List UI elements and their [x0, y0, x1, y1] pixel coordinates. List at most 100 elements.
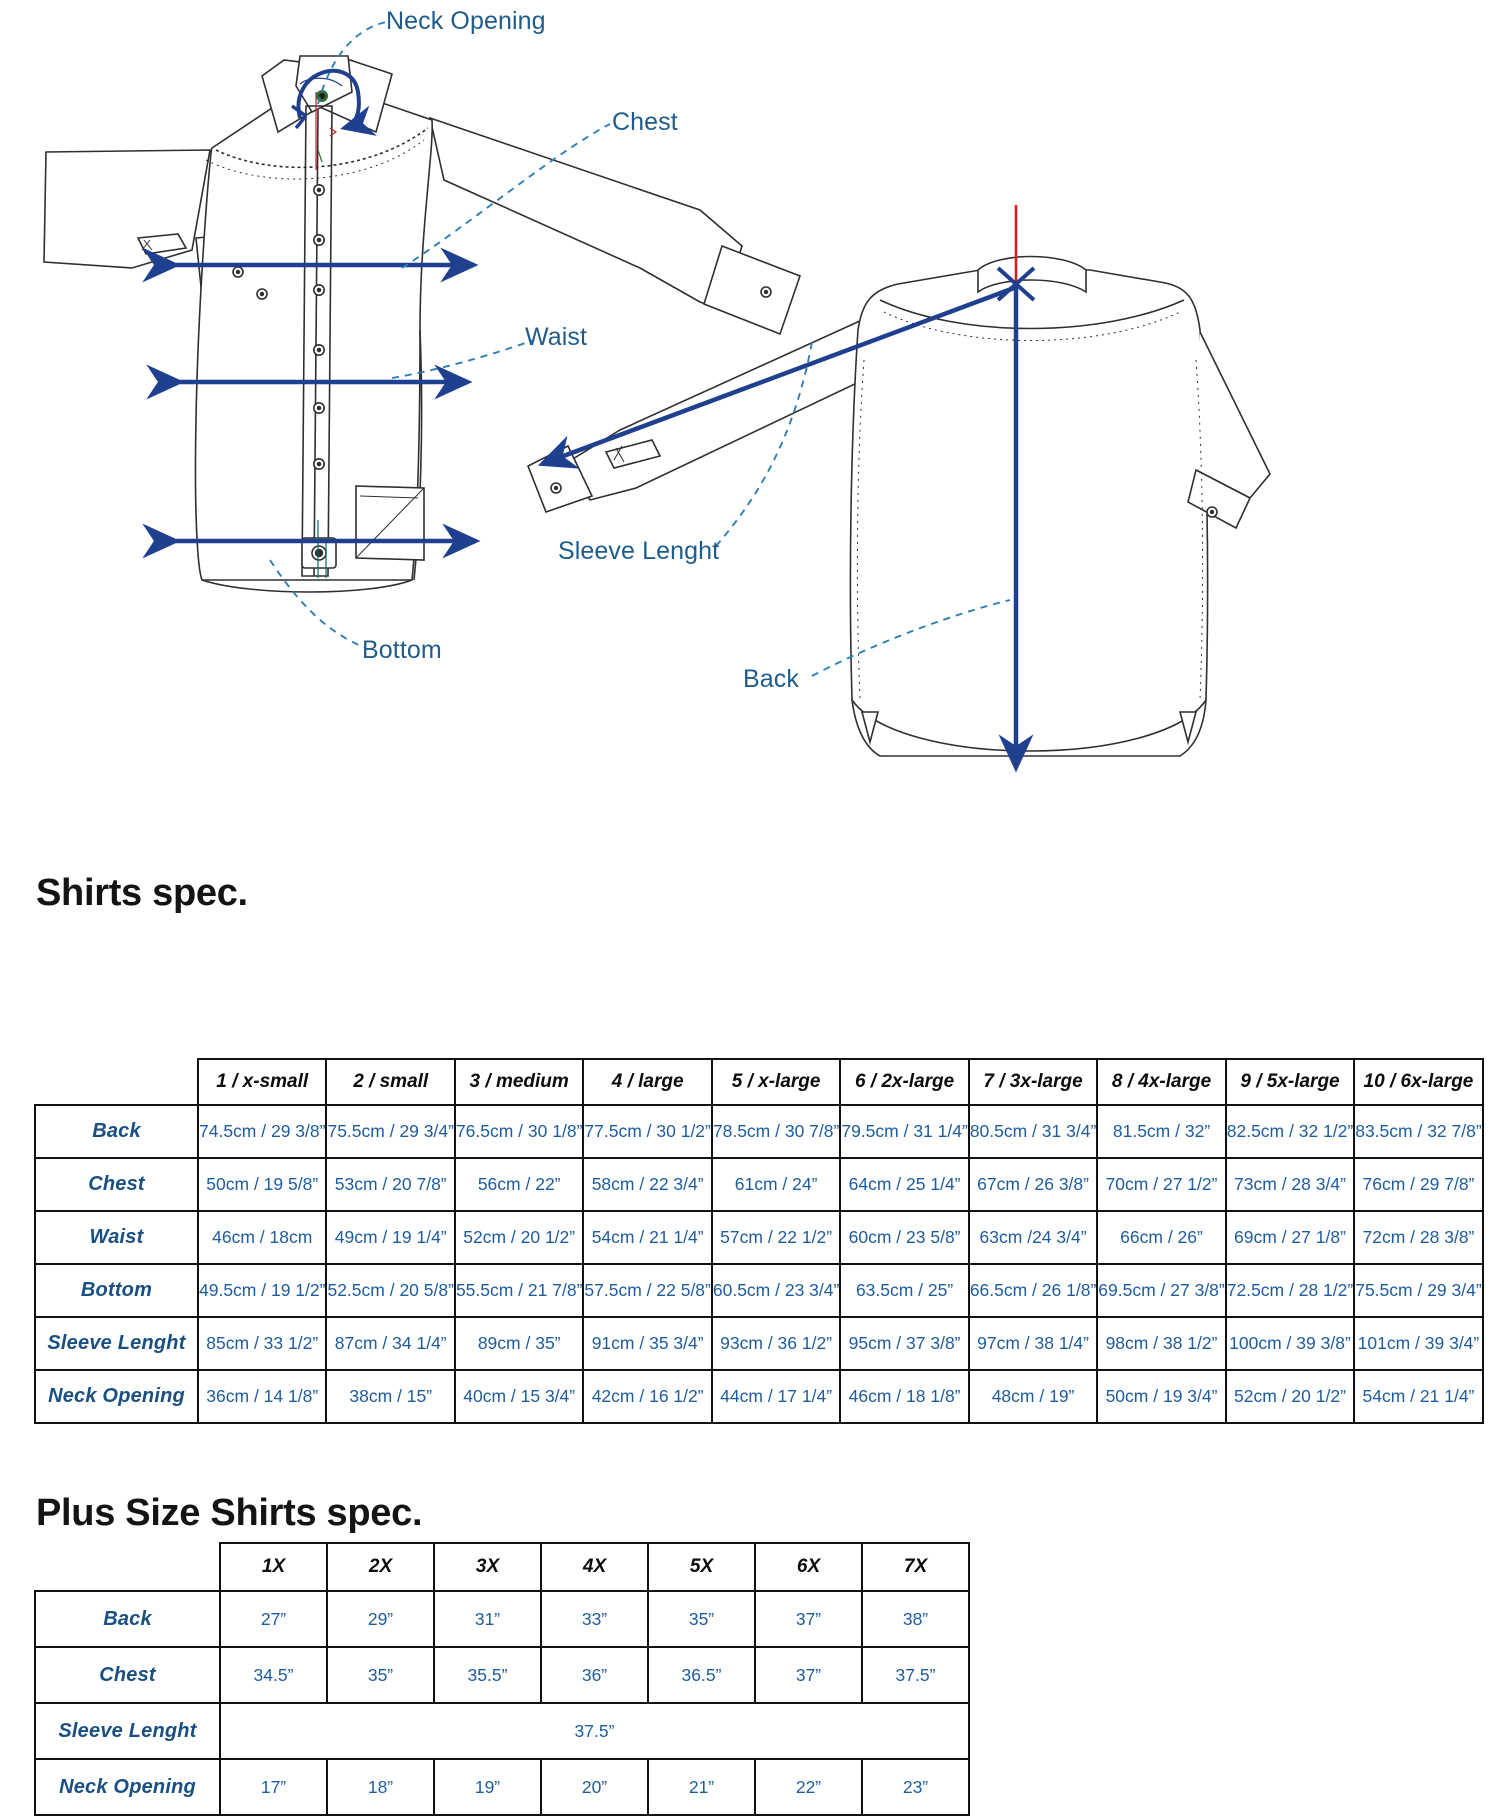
- plus-col-4x: 4X: [540, 1542, 649, 1592]
- spec-cell: 77.5cm / 30 1/2”: [582, 1104, 713, 1159]
- plus-cell: 20”: [540, 1758, 649, 1816]
- table-row: Back 74.5cm / 29 3/8” 75.5cm / 29 3/4” 7…: [34, 1104, 1484, 1159]
- plus-cell: 35”: [326, 1646, 435, 1704]
- spec-cell: 72cm / 28 3/8”: [1353, 1210, 1484, 1265]
- spec-col-4: 4 / large: [582, 1058, 713, 1106]
- shirts-spec-title: Shirts spec.: [36, 872, 248, 914]
- spec-cell: 72.5cm / 28 1/2”: [1224, 1263, 1356, 1318]
- spec-cell: 98cm / 38 1/2”: [1096, 1316, 1227, 1371]
- table-row: Chest 34.5” 35” 35.5” 36” 36.5” 37” 37.5…: [34, 1646, 970, 1704]
- spec-col-6: 6 / 2x-large: [839, 1058, 970, 1106]
- plus-cell: 21”: [647, 1758, 756, 1816]
- spec-cell: 58cm / 22 3/4”: [582, 1157, 713, 1212]
- plus-row-label-back: Back: [34, 1590, 221, 1648]
- spec-cell: 81.5cm / 32”: [1096, 1104, 1227, 1159]
- spec-cell: 53cm / 20 7/8”: [325, 1157, 456, 1212]
- spec-cell: 66.5cm / 26 1/8”: [967, 1263, 1099, 1318]
- spec-cell: 38cm / 15”: [325, 1369, 456, 1424]
- plus-row-label-neck-opening: Neck Opening: [34, 1758, 221, 1816]
- spec-cell: 91cm / 35 3/4”: [582, 1316, 713, 1371]
- spec-row-label-back: Back: [34, 1104, 199, 1159]
- plus-cell: 37.5”: [861, 1646, 970, 1704]
- spec-cell: 97cm / 38 1/4”: [967, 1316, 1099, 1371]
- plus-col-1x: 1X: [219, 1542, 328, 1592]
- plus-size-spec-table: 1X 2X 3X 4X 5X 6X 7X Back 27” 29” 31” 33…: [34, 1542, 970, 1816]
- label-waist: Waist: [525, 323, 588, 351]
- plus-cell: 29”: [326, 1590, 435, 1648]
- spec-cell: 54cm / 21 1/4”: [582, 1210, 713, 1265]
- spec-cell: 63cm /24 3/4”: [967, 1210, 1099, 1265]
- spec-row-label-bottom: Bottom: [34, 1263, 199, 1318]
- plus-cell: 36”: [540, 1646, 649, 1704]
- spec-header-row: 1 / x-small 2 / small 3 / medium 4 / lar…: [35, 1058, 1484, 1106]
- plus-spec-title: Plus Size Shirts spec.: [36, 1492, 423, 1534]
- table-row: Back 27” 29” 31” 33” 35” 37” 38”: [34, 1590, 970, 1648]
- spec-cell: 56cm / 22”: [453, 1157, 585, 1212]
- plus-corner-cell: [35, 1543, 220, 1591]
- spec-cell: 52.5cm / 20 5/8”: [325, 1263, 456, 1318]
- table-row: Chest 50cm / 19 5/8” 53cm / 20 7/8” 56cm…: [34, 1157, 1484, 1212]
- label-sleeve-lenght: Sleeve Lenght: [558, 537, 720, 565]
- spec-row-label-waist: Waist: [34, 1210, 199, 1265]
- table-row: Sleeve Lenght 85cm / 33 1/2” 87cm / 34 1…: [34, 1316, 1484, 1371]
- spec-col-3: 3 / medium: [453, 1058, 585, 1106]
- spec-cell: 67cm / 26 3/8”: [967, 1157, 1099, 1212]
- plus-col-5x: 5X: [647, 1542, 756, 1592]
- spec-corner-cell: [35, 1059, 198, 1105]
- spec-cell: 50cm / 19 5/8”: [196, 1157, 328, 1212]
- spec-cell: 54cm / 21 1/4”: [1353, 1369, 1484, 1424]
- spec-cell: 89cm / 35”: [453, 1316, 585, 1371]
- spec-cell: 85cm / 33 1/2”: [196, 1316, 328, 1371]
- table-row: Sleeve Lenght 37.5”: [34, 1702, 970, 1760]
- spec-cell: 74.5cm / 29 3/8”: [196, 1104, 328, 1159]
- spec-cell: 69.5cm / 27 3/8”: [1096, 1263, 1227, 1318]
- spec-cell: 44cm / 17 1/4”: [710, 1369, 842, 1424]
- spec-cell: 52cm / 20 1/2”: [1224, 1369, 1356, 1424]
- neck-opening-measure: [291, 68, 377, 136]
- plus-cell: 33”: [540, 1590, 649, 1648]
- spec-col-5: 5 / x-large: [710, 1058, 842, 1106]
- plus-col-7x: 7X: [861, 1542, 970, 1592]
- shirt-diagram-svg: [43, 21, 1271, 773]
- table-row: Waist 46cm / 18cm 49cm / 19 1/4” 52cm / …: [34, 1210, 1484, 1265]
- spec-cell: 57cm / 22 1/2”: [710, 1210, 842, 1265]
- label-back: Back: [743, 665, 799, 693]
- spec-col-7: 7 / 3x-large: [967, 1058, 1099, 1106]
- spec-cell: 82.5cm / 32 1/2”: [1224, 1104, 1356, 1159]
- spec-cell: 57.5cm / 22 5/8”: [582, 1263, 713, 1318]
- spec-cell: 78.5cm / 30 7/8”: [710, 1104, 842, 1159]
- spec-cell: 46cm / 18 1/8”: [839, 1369, 970, 1424]
- plus-col-2x: 2X: [326, 1542, 435, 1592]
- spec-cell: 49cm / 19 1/4”: [325, 1210, 456, 1265]
- spec-cell: 48cm / 19”: [967, 1369, 1099, 1424]
- spec-cell: 60cm / 23 5/8”: [839, 1210, 970, 1265]
- spec-col-2: 2 / small: [325, 1058, 456, 1106]
- plus-cell: 22”: [754, 1758, 863, 1816]
- plus-cell: 23”: [861, 1758, 970, 1816]
- spec-cell: 73cm / 28 3/4”: [1224, 1157, 1356, 1212]
- label-neck-opening: Neck Opening: [386, 7, 546, 35]
- spec-cell: 46cm / 18cm: [196, 1210, 328, 1265]
- plus-cell: 35”: [647, 1590, 756, 1648]
- spec-cell: 60.5cm / 23 3/4”: [710, 1263, 842, 1318]
- spec-row-label-neck-opening: Neck Opening: [34, 1369, 199, 1424]
- plus-col-6x: 6X: [754, 1542, 863, 1592]
- spec-cell: 55.5cm / 21 7/8”: [453, 1263, 585, 1318]
- spec-cell: 52cm / 20 1/2”: [453, 1210, 585, 1265]
- label-bottom: Bottom: [362, 636, 442, 664]
- spec-cell: 75.5cm / 29 3/4”: [325, 1104, 456, 1159]
- spec-cell: 100cm / 39 3/8”: [1224, 1316, 1356, 1371]
- plus-cell: 19”: [433, 1758, 542, 1816]
- shirt-measurement-diagram: Neck Opening Chest Waist Sleeve Lenght B…: [0, 0, 1498, 860]
- plus-cell: 35.5”: [433, 1646, 542, 1704]
- front-shirt-illustration: [43, 55, 802, 593]
- spec-cell: 93cm / 36 1/2”: [710, 1316, 842, 1371]
- spec-cell: 49.5cm / 19 1/2”: [196, 1263, 328, 1318]
- spec-cell: 95cm / 37 3/8”: [839, 1316, 970, 1371]
- spec-col-8: 8 / 4x-large: [1096, 1058, 1227, 1106]
- plus-cell: 38”: [861, 1590, 970, 1648]
- spec-cell: 101cm / 39 3/4”: [1353, 1316, 1484, 1371]
- spec-cell: 36cm / 14 1/8”: [196, 1369, 328, 1424]
- plus-cell: 31”: [433, 1590, 542, 1648]
- spec-cell: 61cm / 24”: [710, 1157, 842, 1212]
